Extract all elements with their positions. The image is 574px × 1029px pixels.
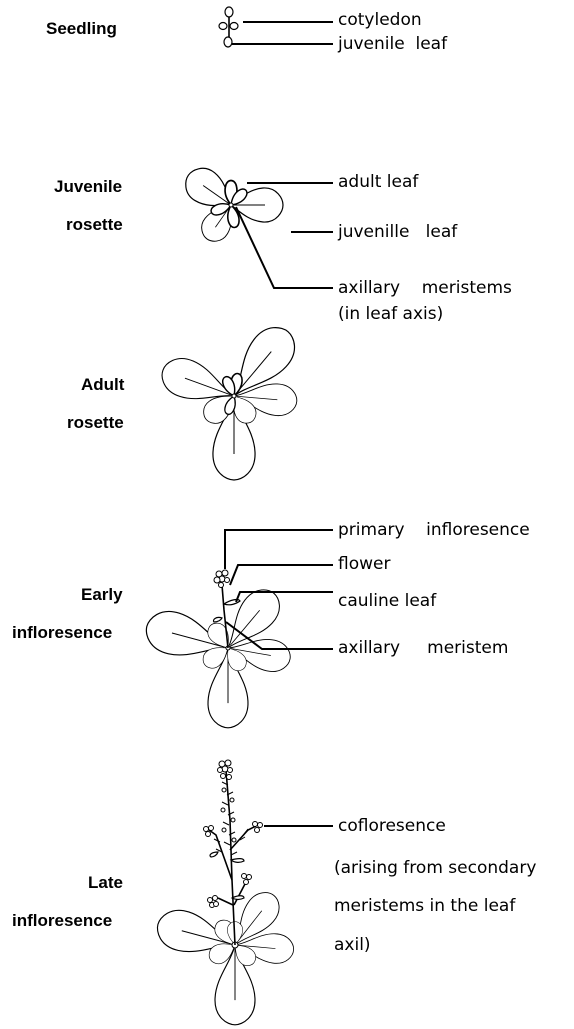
label-axillary-meristem: axillary meristem (338, 640, 508, 657)
stage-label-late-line2: infloresence (12, 912, 112, 929)
stage-label-early-line1: Early (81, 586, 123, 603)
label-primary-infloresence: primary infloresence (338, 522, 530, 539)
late-infloresence-plant (153, 760, 295, 1025)
primary-infloresence-pointer (225, 530, 333, 569)
seedling-plant (219, 7, 238, 47)
flower-pointer (230, 565, 333, 585)
stage-label-late-line1: Late (88, 874, 123, 891)
label-juvenile-leaf: juvenile leaf (338, 36, 447, 53)
label-adult-leaf: adult leaf (338, 174, 418, 191)
label-arising-line3: axil) (334, 937, 371, 954)
stage-label-juvenile-line1: Juvenile (54, 178, 122, 195)
adult-rosette-plant (156, 318, 304, 480)
label-juvenille-leaf: juvenille leaf (338, 224, 457, 241)
juvenile-rosette-plant (179, 161, 283, 247)
label-in-leaf-axis: (in leaf axis) (338, 306, 443, 323)
label-cotyledon: cotyledon (338, 12, 422, 29)
label-arising-line1: (arising from secondary (334, 860, 536, 877)
label-cauline-leaf: cauline leaf (338, 593, 436, 610)
stage-label-seedling: Seedling (46, 20, 117, 37)
label-flower: flower (338, 556, 390, 573)
label-axillary-meristems: axillary meristems (338, 280, 512, 297)
stage-label-adult-line2: rosette (67, 414, 124, 431)
stage-label-early-line2: infloresence (12, 624, 112, 641)
stage-label-juvenile-line2: rosette (66, 216, 123, 233)
stage-label-adult-line1: Adult (81, 376, 124, 393)
label-arising-line2: meristems in the leaf (334, 898, 515, 915)
label-cofloresence: cofloresence (338, 818, 446, 835)
